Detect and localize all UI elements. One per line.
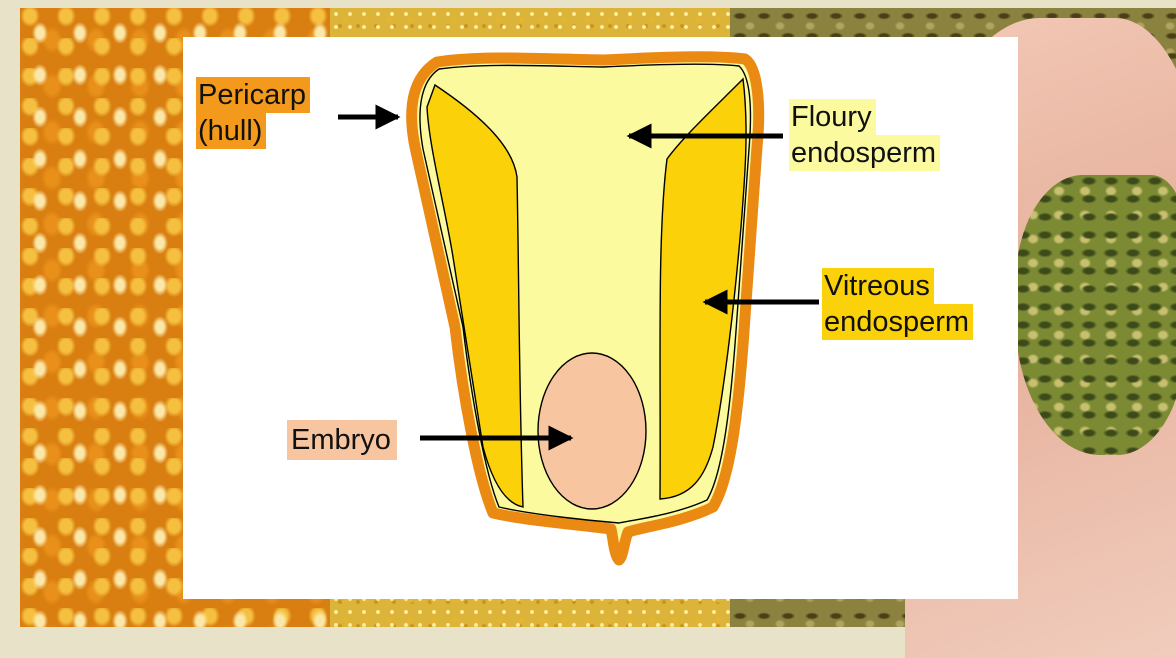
kernel-diagram-card: Pericarp (hull) Floury endosperm Vitreou… bbox=[183, 37, 1018, 599]
floury-label-line1: Floury bbox=[789, 99, 876, 135]
vitreous-label-line2: endosperm bbox=[822, 304, 973, 340]
embryo-shape bbox=[538, 353, 646, 509]
embryo-label-line1: Embryo bbox=[287, 420, 397, 460]
pericarp-label: Pericarp (hull) bbox=[196, 77, 310, 149]
vitreous-label-line1: Vitreous bbox=[822, 268, 934, 304]
silage-in-hand bbox=[1015, 175, 1176, 455]
vitreous-endosperm-label: Vitreous endosperm bbox=[822, 268, 973, 340]
pericarp-label-line2: (hull) bbox=[196, 113, 266, 149]
floury-label-line2: endosperm bbox=[789, 135, 940, 171]
floury-endosperm-label: Floury endosperm bbox=[789, 99, 940, 171]
embryo-label: Embryo bbox=[287, 420, 397, 460]
pericarp-label-line1: Pericarp bbox=[196, 77, 310, 113]
